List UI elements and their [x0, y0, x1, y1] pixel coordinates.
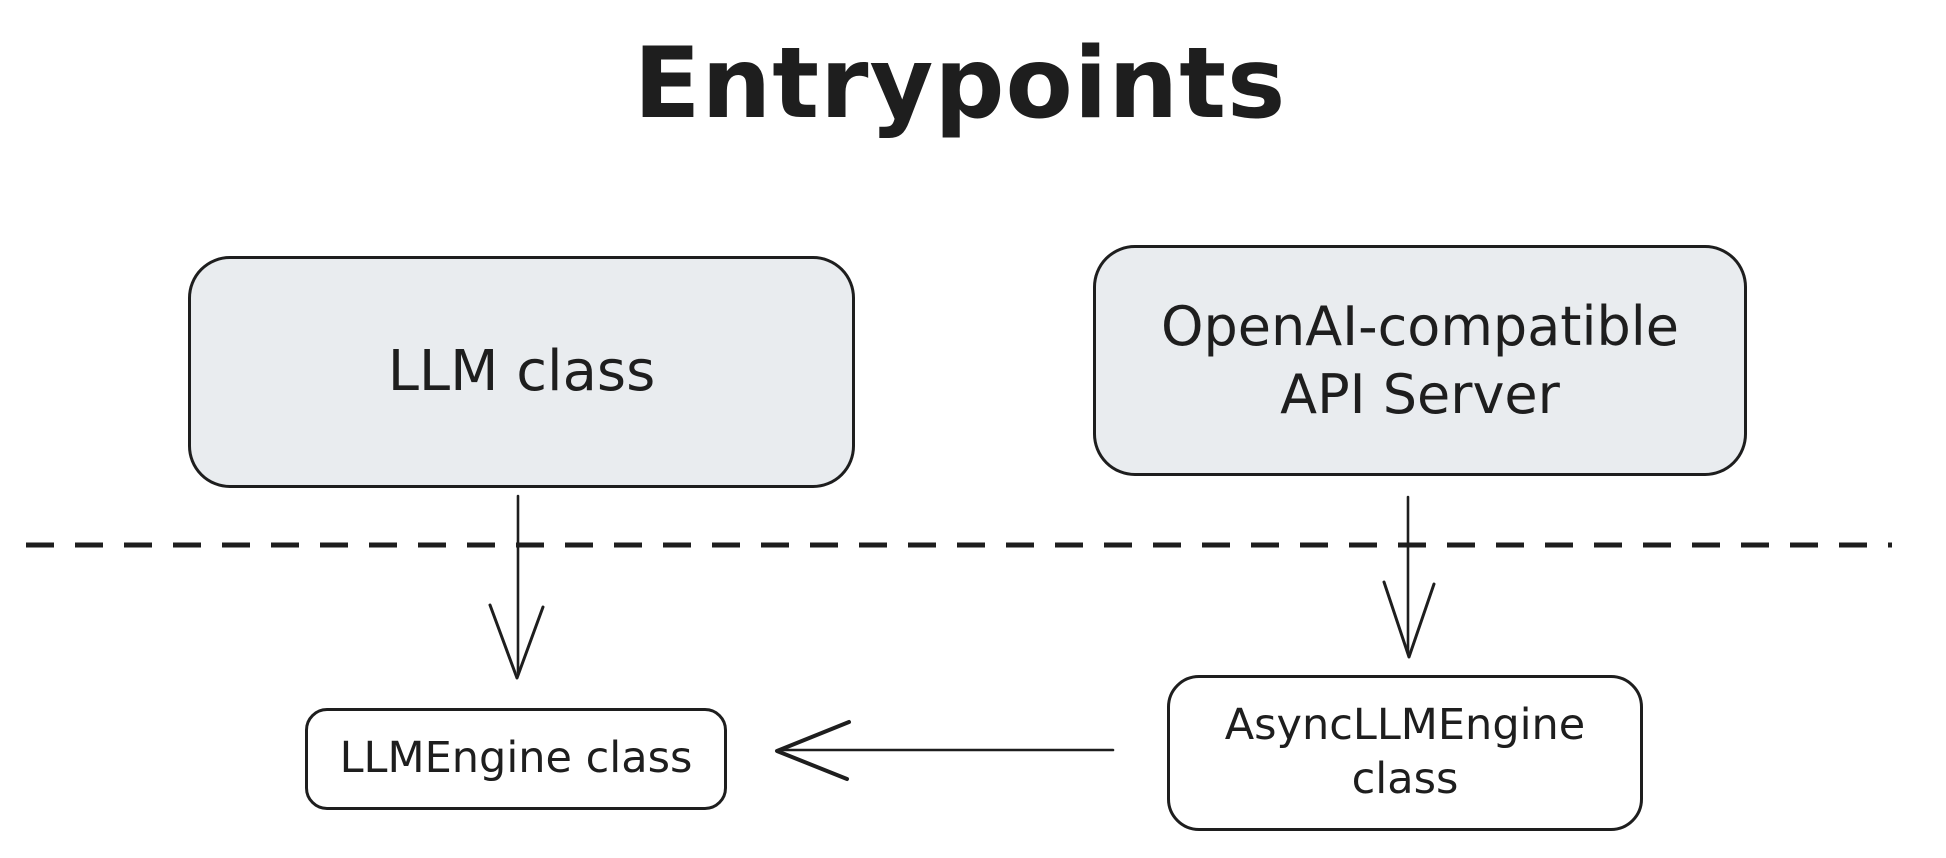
- arrow-llm-class-to-llm-engine: [488, 494, 545, 680]
- node-llm-class-label: LLM class: [387, 339, 656, 404]
- node-async-llm-engine-label-line2: class: [1351, 754, 1459, 804]
- node-async-llm-engine-label-line1: AsyncLLMEngine: [1224, 700, 1586, 751]
- node-openai-api-server-label-line2: API Server: [1280, 362, 1560, 426]
- diagram-title: Entrypoints: [633, 27, 1287, 141]
- node-openai-api-server: OpenAI-compatible API Server: [1093, 245, 1747, 476]
- node-llm-engine-label: LLMEngine class: [339, 733, 693, 784]
- node-openai-api-server-label-line1: OpenAI-compatible: [1161, 295, 1679, 358]
- arrow-async-engine-to-llm-engine: [775, 720, 1115, 781]
- arrowhead-down-icon: [1382, 580, 1436, 659]
- node-async-llm-engine: AsyncLLMEngine class: [1167, 675, 1643, 831]
- arrowhead-down-icon: [488, 603, 545, 680]
- arrow-api-server-to-async-engine: [1382, 495, 1436, 659]
- arrowhead-left-icon: [775, 720, 851, 781]
- node-llm-engine: LLMEngine class: [305, 708, 727, 810]
- node-llm-class: LLM class: [188, 256, 855, 488]
